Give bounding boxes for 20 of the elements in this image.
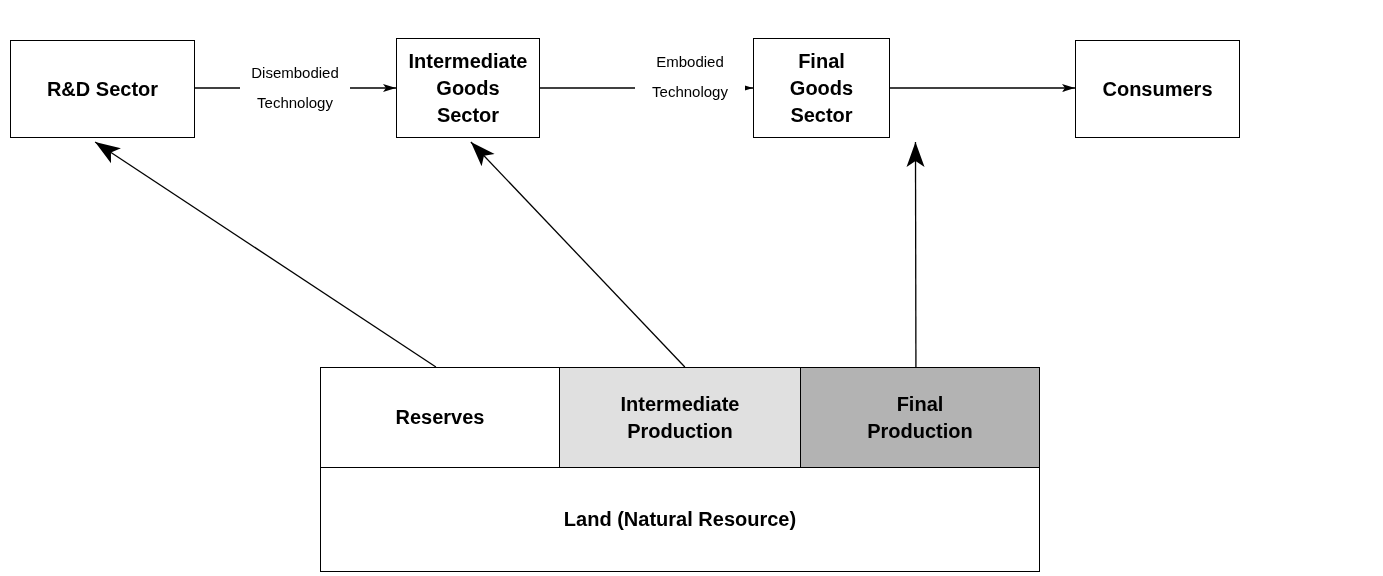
arrow [906,141,925,368]
arrow [94,141,437,368]
resource-segment [320,367,560,468]
sector-box [753,38,890,138]
arrow [470,141,686,368]
resource-segment [559,367,801,468]
arrow [889,84,1076,92]
node-label: Final Production [866,391,974,444]
node-label: Intermediate Production [619,391,741,444]
node-label: Reserves [395,405,485,430]
sector-box [396,38,540,138]
sector-box [10,40,195,138]
resource-segment [320,467,1040,572]
node-label: Intermediate Goods Sector [407,48,529,128]
node-label: Final Goods Sector [788,48,855,128]
node-label: Land (Natural Resource) [563,507,797,532]
sector-box [1075,40,1240,138]
resource-segment [800,367,1040,468]
node-label: R&D Sector [46,76,159,102]
node-label: Consumers [1102,76,1213,102]
